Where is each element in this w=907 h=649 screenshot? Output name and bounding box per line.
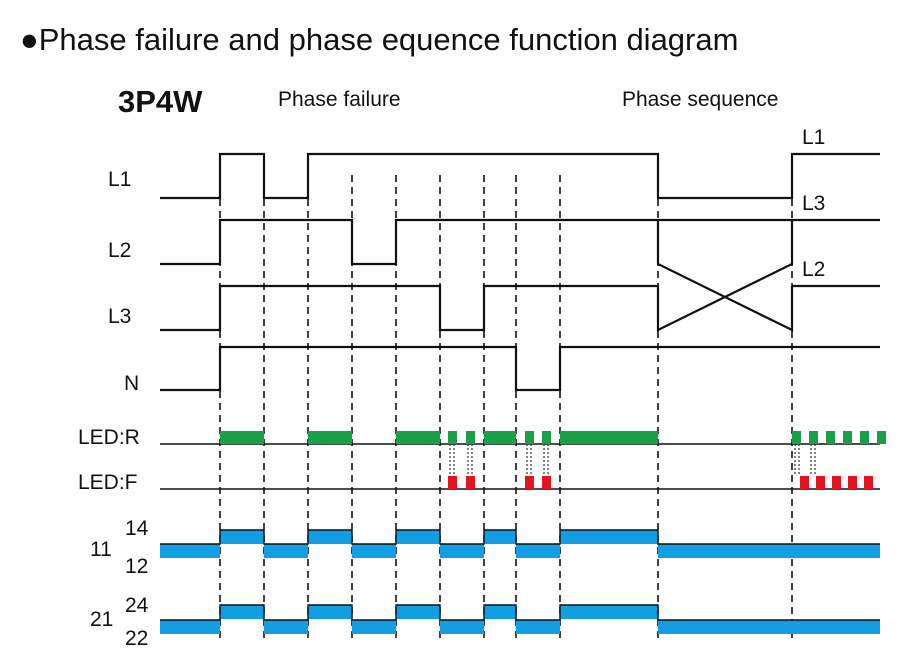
relay-layer (160, 529, 880, 634)
led-fault-blink-1 (448, 476, 457, 489)
relay1-lower-label: 12 (125, 555, 148, 578)
sequence-label-l2: L2 (802, 258, 825, 281)
relay1-name: 11 (90, 538, 112, 561)
waveform-layer (160, 152, 880, 392)
relay2-released-5 (516, 620, 560, 634)
signal-label-l1: L1 (108, 168, 131, 191)
led-run-blink-4 (542, 431, 551, 444)
diagram-title: ●Phase failure and phase equence functio… (20, 22, 738, 57)
sequence-label-l3: L3 (802, 192, 825, 215)
signal-label-l2: L2 (108, 239, 131, 262)
led-layer (160, 431, 886, 490)
relay1-energized-1 (220, 530, 264, 544)
relay1-outline (160, 529, 880, 545)
mode-label: 3P4W (118, 84, 203, 119)
relay2-outline (160, 604, 880, 621)
led-fault-seq-blink-4 (848, 476, 857, 489)
relay1-released-4 (440, 544, 484, 558)
signal-l1-wave (160, 152, 880, 200)
relay1-energized-3 (396, 530, 440, 544)
relay1-released-3 (352, 544, 396, 558)
section-phase-sequence: Phase sequence (622, 88, 778, 111)
section-phase-failure: Phase failure (278, 88, 401, 111)
relay1-released-2 (264, 544, 308, 558)
led-run-seq-blink-2 (809, 431, 818, 444)
led-run-seq-blink-1 (792, 431, 801, 444)
relay1-energized-4 (484, 530, 516, 544)
led-fault-seq-blink-2 (816, 476, 825, 489)
led-run-on-4 (484, 431, 516, 444)
relay1-energized-2 (308, 530, 352, 544)
led-run-on-1 (220, 431, 264, 444)
relay2-energized-2 (308, 605, 352, 619)
relay2-released-1 (160, 620, 220, 634)
led-fault-blink-2 (466, 476, 475, 489)
led-fault-seq-blink-5 (864, 476, 873, 489)
relay2-released-4 (440, 620, 484, 634)
relay2-upper-label: 24 (125, 594, 149, 617)
led-run-on-3 (396, 431, 440, 444)
relay2-released-2 (264, 620, 308, 634)
led-fault-blink-3 (525, 476, 534, 489)
relay1-energized-5 (560, 530, 658, 544)
time-marker-layer (219, 175, 793, 640)
led-run-on-2 (308, 431, 352, 444)
led-fault-seq-blink-3 (832, 476, 841, 489)
led-run-on-5 (560, 431, 658, 444)
relay1-released-6 (658, 544, 880, 558)
led-run-seq-blink-3 (826, 431, 835, 444)
relay2-name: 21 (90, 608, 113, 631)
relay1-upper-label: 14 (125, 517, 149, 540)
relay2-energized-5 (560, 605, 658, 619)
led-run-blink-1 (448, 431, 457, 444)
relay2-energized-3 (396, 605, 440, 619)
signal-label-n: N (124, 372, 139, 395)
led-fault-label: LED:F (78, 471, 138, 494)
signal-n-wave (160, 345, 880, 392)
relay2-energized-1 (220, 605, 264, 619)
sequence-label-l1: L1 (802, 126, 825, 149)
led-run-seq-blink-5 (860, 431, 869, 444)
led-run-seq-blink-4 (843, 431, 852, 444)
signal-l3-wave (160, 284, 658, 332)
led-fault-seq-blink-1 (800, 476, 809, 489)
relay1-released-1 (160, 544, 220, 558)
signal-label-l3: L3 (108, 305, 131, 328)
relay2-released-6 (658, 620, 880, 634)
relay1-released-5 (516, 544, 560, 558)
led-run-label: LED:R (78, 426, 140, 449)
led-fault-blink-4 (542, 476, 551, 489)
relay2-lower-label: 22 (125, 627, 148, 649)
relay2-released-3 (352, 620, 396, 634)
led-run-blink-3 (525, 431, 534, 444)
led-run-blink-2 (466, 431, 475, 444)
signal-l2-wave (160, 218, 880, 266)
led-run-seq-blink-6 (877, 431, 886, 444)
relay2-energized-4 (484, 605, 516, 619)
